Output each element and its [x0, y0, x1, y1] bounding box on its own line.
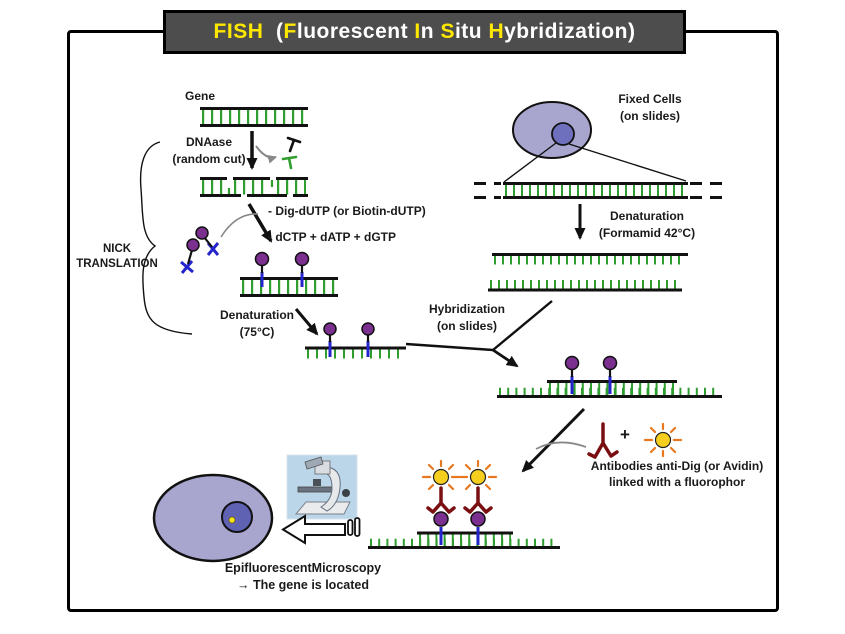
hybridization-line2: (on slides) — [436, 319, 497, 333]
dutp-label-1: - Dig-dUTP (or Biotin-dUTP) — [268, 204, 426, 218]
antibodies-line2: linked with a fluorophor — [609, 475, 745, 489]
denaturation75-label: Denaturation (75°C) — [203, 307, 311, 341]
result-cell-nucleus — [221, 501, 253, 533]
fixed-cells-label: Fixed Cells (on slides) — [595, 91, 705, 125]
result-cell — [152, 473, 274, 563]
gene-dna-ladder — [200, 107, 308, 127]
fixed-cell-nucleus — [551, 122, 575, 146]
nick-translation-brace — [139, 141, 193, 335]
hybridization-junction — [405, 300, 553, 368]
nick-line2: TRANSLATION — [76, 258, 158, 270]
gene-label: Gene — [184, 89, 215, 103]
hybridization-label: Hybridization (on slides) — [413, 301, 521, 335]
denatured-target-strand-top — [492, 253, 688, 265]
title-seg: n — [420, 20, 441, 43]
located-gene-dot — [228, 516, 236, 524]
denat75-line1: Denaturation — [219, 308, 294, 322]
title-seg: ( — [263, 20, 284, 43]
zoom-line-left — [503, 142, 557, 183]
bound-antibody-1 — [426, 486, 456, 514]
probe-incorporation-curve — [220, 213, 259, 238]
title-seg: ybridization) — [504, 20, 636, 43]
antibodies-line1: Antibodies anti-Dig (or Avidin) — [590, 459, 764, 473]
title-seg: itu — [454, 20, 489, 43]
denat42-line2: (Formamid 42°C) — [598, 226, 696, 240]
dig-dutp-molecules — [180, 226, 220, 274]
dutp-label-2: - dCTP + dATP + dGTP — [268, 230, 397, 244]
fluorophor-icon — [643, 422, 683, 458]
microscope-photo — [286, 454, 358, 520]
zoom-line-right — [568, 143, 687, 182]
microscopy-line1: EpifluorescentMicroscopy — [224, 561, 382, 575]
title-seg: luorescent — [296, 20, 415, 43]
nick-translation-arrow — [247, 203, 273, 243]
chromosomal-dna-ladder — [474, 182, 729, 199]
result-block-arrow — [281, 514, 361, 545]
title-seg: S — [440, 20, 455, 43]
fixed-cells-line1: Fixed Cells — [618, 92, 682, 106]
denaturation42-label: Denaturation (Formamid 42°C) — [583, 208, 711, 242]
dnaase-line2: (random cut) — [172, 152, 246, 166]
labeled-probe-ladder — [240, 251, 338, 297]
antibody-binding-curve — [535, 441, 587, 450]
antibody-icon — [587, 422, 619, 459]
antibodies-label: Antibodies anti-Dig (or Avidin) linked w… — [553, 458, 801, 490]
plus-sign: + — [620, 425, 630, 444]
final-labeled-dna — [368, 511, 560, 549]
dnaase-label: DNAase (random cut) — [150, 134, 268, 168]
denat75-line2: (75°C) — [239, 325, 275, 339]
denat42-line1: Denaturation — [609, 209, 684, 223]
nick-line1: NICK — [102, 243, 132, 255]
hybridized-dna — [497, 355, 722, 398]
title-seg: FISH — [213, 20, 264, 43]
microscopy-line2: → The gene is located — [237, 578, 369, 592]
fixed-cell — [512, 101, 592, 159]
bound-fluorophor-2 — [458, 459, 498, 491]
nick-translation-label: NICK TRANSLATION — [56, 242, 178, 272]
hybridization-line1: Hybridization — [428, 302, 505, 316]
fixed-cells-line2: (on slides) — [619, 109, 680, 123]
microscopy-label: EpifluorescentMicroscopy → The gene is l… — [192, 560, 414, 594]
detection-arrow — [521, 407, 586, 473]
bound-fluorophor-1 — [421, 459, 461, 491]
nicked-dna-ladder — [200, 177, 308, 197]
fragments-arrow — [255, 145, 277, 164]
bound-antibody-2 — [463, 486, 493, 514]
title-seg: H — [488, 20, 505, 43]
denatured-probe-strand — [305, 322, 406, 359]
title-seg: F — [283, 20, 297, 43]
denaturation75-arrow — [294, 308, 319, 336]
title-seg: I — [414, 20, 421, 43]
denatured-target-strand-bottom — [488, 280, 682, 292]
dna-fragments — [281, 136, 302, 170]
dnaase-line1: DNAase — [185, 135, 233, 149]
